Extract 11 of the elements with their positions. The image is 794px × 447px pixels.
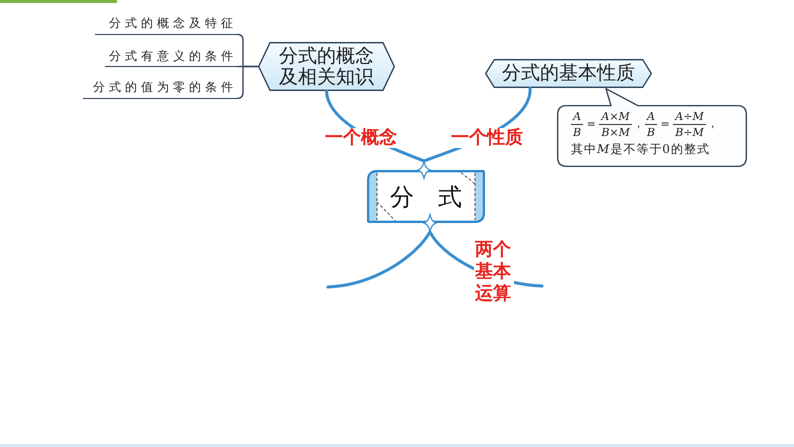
edge-label: 一个概念 xyxy=(324,128,398,148)
curved-line xyxy=(326,230,432,288)
edge-label: 两个基本运算 xyxy=(474,239,514,305)
underlined-text: 分式有意义的条件 xyxy=(105,47,237,67)
topic-box: 分式的概念及相关知识 xyxy=(258,42,395,91)
topic-box: 分式的基本性质 xyxy=(485,59,652,88)
callout-box xyxy=(557,88,747,167)
edge-label: 一个性质 xyxy=(450,128,524,148)
underlined-text: 分式的值为零的条件 xyxy=(83,78,237,99)
note-text: 其中M是不等于0的整式 xyxy=(571,141,710,158)
underlined-text: 分式的概念及特征 xyxy=(95,14,237,35)
